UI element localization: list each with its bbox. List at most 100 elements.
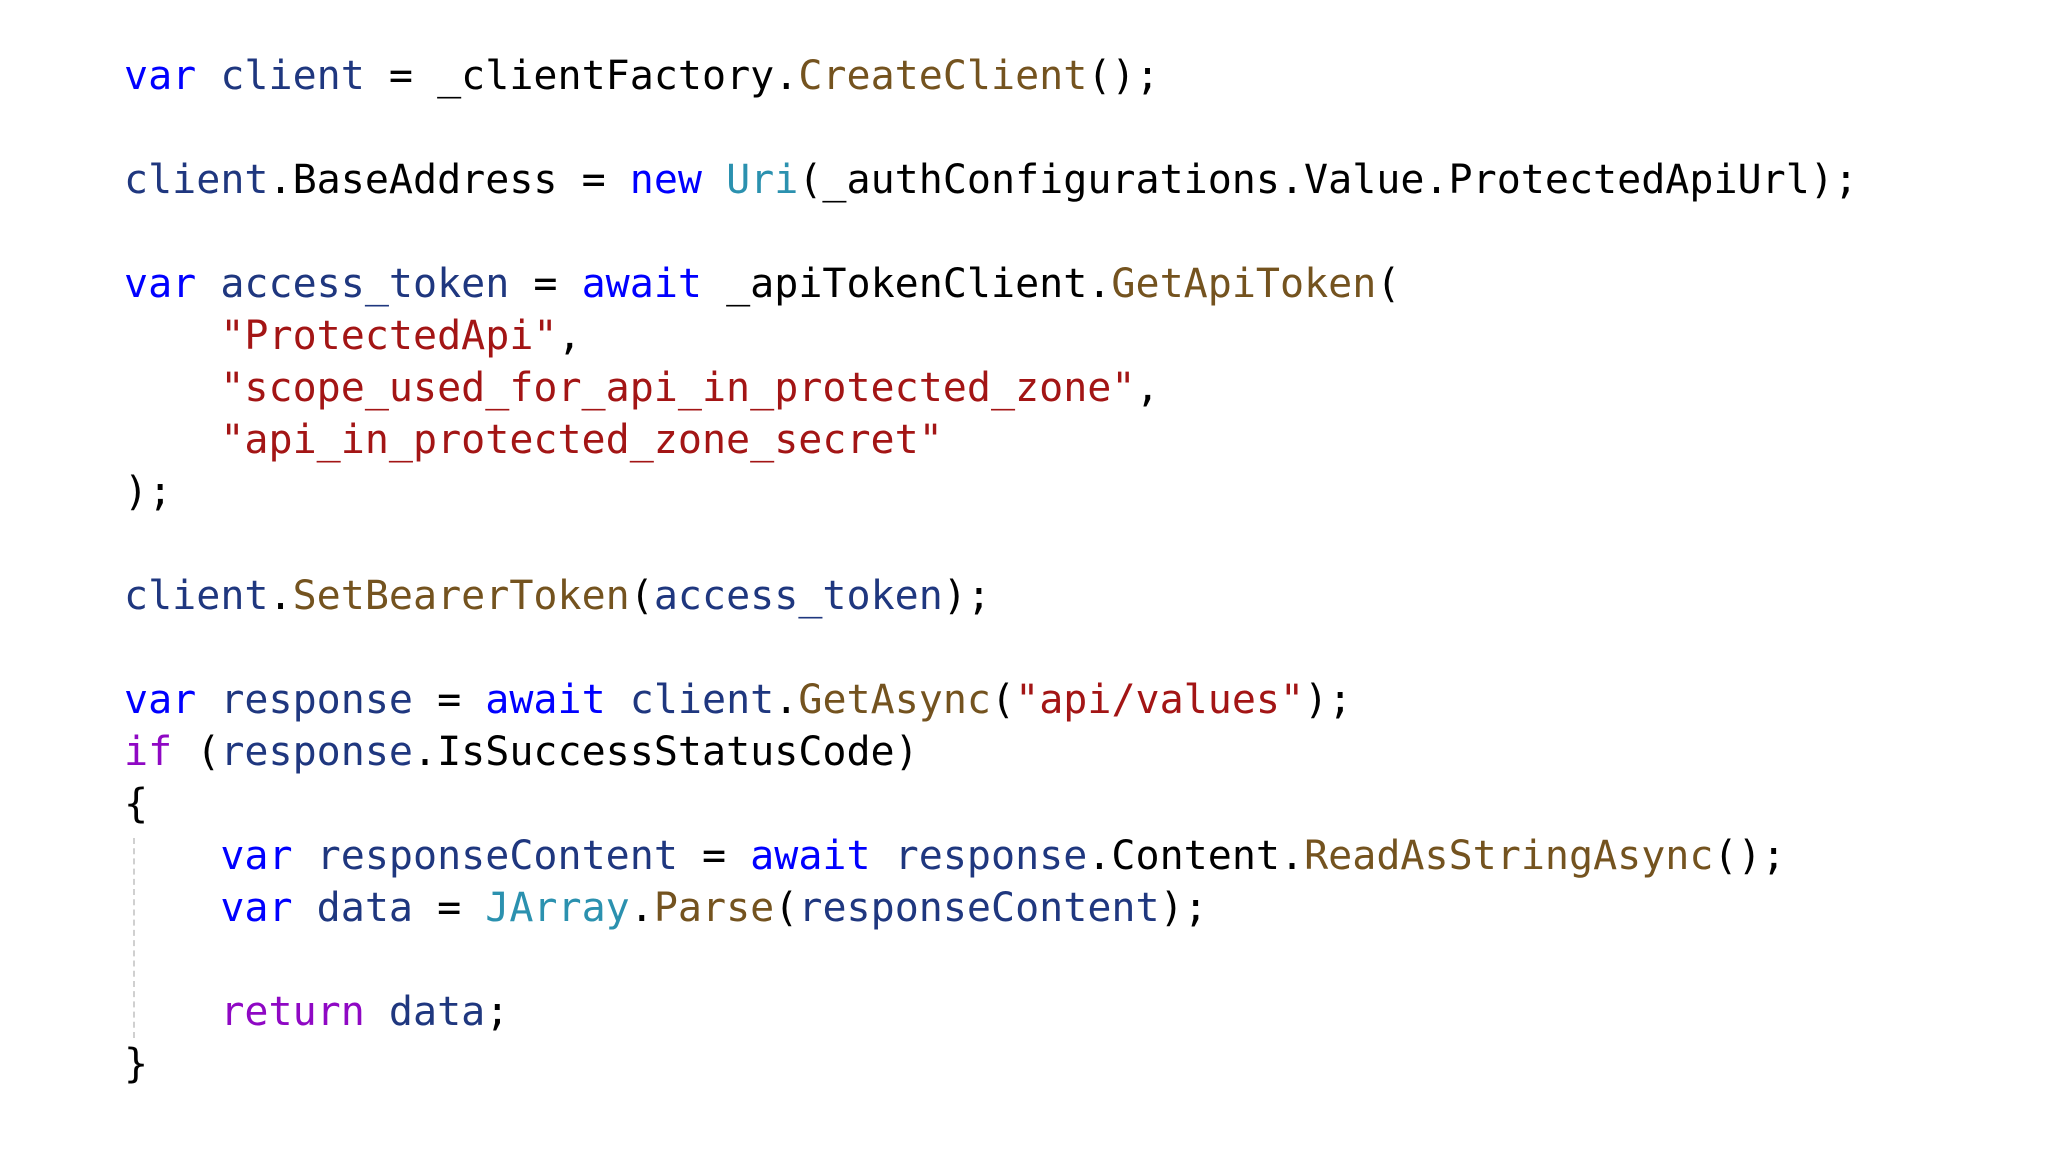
code-line[interactable]: var data = JArray.Parse(responseContent)… — [124, 882, 1858, 934]
code-line[interactable]: var access_token = await _apiTokenClient… — [124, 258, 1858, 310]
code-token — [196, 677, 220, 723]
code-line[interactable]: "ProtectedApi", — [124, 310, 1858, 362]
code-line[interactable]: "api_in_protected_zone_secret" — [124, 414, 1858, 466]
code-token: .BaseAddress = — [268, 157, 630, 203]
code-token: data — [388, 989, 486, 1035]
code-token: . — [774, 53, 799, 99]
code-token: ( — [991, 677, 1016, 723]
code-line[interactable]: return data; — [124, 986, 1858, 1038]
code-token: } — [124, 1041, 149, 1087]
code-token — [124, 833, 220, 879]
code-token: responseContent — [798, 885, 1160, 931]
code-token: ); — [1304, 677, 1353, 723]
code-token — [293, 833, 317, 879]
code-token: = — [413, 677, 486, 723]
code-token: client — [629, 677, 775, 723]
code-token — [871, 833, 895, 879]
code-token: "ProtectedApi" — [220, 313, 558, 359]
code-token: ( — [774, 885, 799, 931]
code-token: var — [124, 53, 197, 99]
code-line[interactable]: if (response.IsSuccessStatusCode) — [124, 726, 1858, 778]
code-token — [124, 885, 220, 931]
code-token: client — [124, 573, 269, 619]
code-token — [293, 885, 317, 931]
code-token: new — [629, 157, 702, 203]
code-line[interactable]: { — [124, 778, 1858, 830]
indent-guide — [133, 838, 135, 1038]
code-token: await — [581, 261, 702, 307]
code-token: = — [509, 261, 582, 307]
code-token: _clientFactory — [437, 53, 775, 99]
code-token: . — [629, 885, 654, 931]
code-token: access_token — [653, 573, 943, 619]
code-token: await — [750, 833, 871, 879]
code-token: , — [557, 313, 582, 359]
code-token: await — [485, 677, 606, 723]
code-line[interactable] — [124, 622, 1858, 674]
code-line[interactable] — [124, 934, 1858, 986]
code-token: { — [124, 781, 149, 827]
code-token: client — [124, 157, 269, 203]
code-line[interactable] — [124, 102, 1858, 154]
code-line[interactable]: var response = await client.GetAsync("ap… — [124, 674, 1858, 726]
code-token — [124, 365, 220, 411]
code-token: JArray — [485, 885, 630, 931]
code-token — [365, 989, 389, 1035]
code-token: response — [894, 833, 1088, 879]
code-line[interactable]: client.SetBearerToken(access_token); — [124, 570, 1858, 622]
code-line[interactable]: ); — [124, 466, 1858, 518]
code-token: = — [413, 885, 486, 931]
code-line[interactable]: "scope_used_for_api_in_protected_zone", — [124, 362, 1858, 414]
code-token: .IsSuccessStatusCode) — [413, 729, 919, 775]
code-token: = — [677, 833, 751, 879]
code-token: _apiTokenClient. — [702, 261, 1112, 307]
code-token: (_authConfigurations.Value.ProtectedApiU… — [798, 157, 1858, 203]
code-token: client — [220, 53, 365, 99]
code-token: .Content. — [1087, 833, 1305, 879]
code-token: "api/values" — [1015, 677, 1305, 723]
code-line[interactable] — [124, 206, 1858, 258]
code-token — [124, 989, 220, 1035]
code-token: ); — [124, 469, 173, 515]
code-token: ( — [1376, 261, 1401, 307]
code-token: (); — [1087, 53, 1160, 99]
code-token: var — [220, 885, 293, 931]
code-token — [196, 261, 220, 307]
code-token: Uri — [726, 157, 799, 203]
code-token — [702, 157, 726, 203]
code-token: GetAsync — [798, 677, 992, 723]
code-token: var — [124, 261, 197, 307]
code-token: var — [220, 833, 293, 879]
code-token — [606, 677, 630, 723]
code-token: CreateClient — [798, 53, 1088, 99]
code-line[interactable] — [124, 518, 1858, 570]
code-line[interactable]: var responseContent = await response.Con… — [124, 830, 1858, 882]
code-token: return — [220, 989, 365, 1035]
code-token: data — [316, 885, 413, 931]
code-token — [124, 417, 220, 463]
code-token: GetApiToken — [1111, 261, 1377, 307]
code-block[interactable]: var client = _clientFactory.CreateClient… — [124, 50, 1858, 1090]
code-token: ( — [629, 573, 654, 619]
code-token: (); — [1713, 833, 1786, 879]
code-token: SetBearerToken — [292, 573, 630, 619]
code-token: ( — [172, 729, 221, 775]
code-token: "scope_used_for_api_in_protected_zone" — [220, 365, 1136, 411]
code-token: , — [1135, 365, 1160, 411]
code-token: . — [774, 677, 799, 723]
code-token — [196, 53, 220, 99]
code-token: ); — [942, 573, 991, 619]
code-token: var — [124, 677, 197, 723]
code-token: ReadAsStringAsync — [1304, 833, 1714, 879]
code-token: Parse — [653, 885, 775, 931]
code-token: = — [364, 53, 438, 99]
code-line[interactable]: var client = _clientFactory.CreateClient… — [124, 50, 1858, 102]
code-line[interactable]: } — [124, 1038, 1858, 1090]
code-token: responseContent — [316, 833, 678, 879]
code-token: access_token — [220, 261, 510, 307]
code-token: ); — [1159, 885, 1208, 931]
code-token: if — [124, 729, 173, 775]
code-token: . — [268, 573, 293, 619]
code-line[interactable]: client.BaseAddress = new Uri(_authConfig… — [124, 154, 1858, 206]
